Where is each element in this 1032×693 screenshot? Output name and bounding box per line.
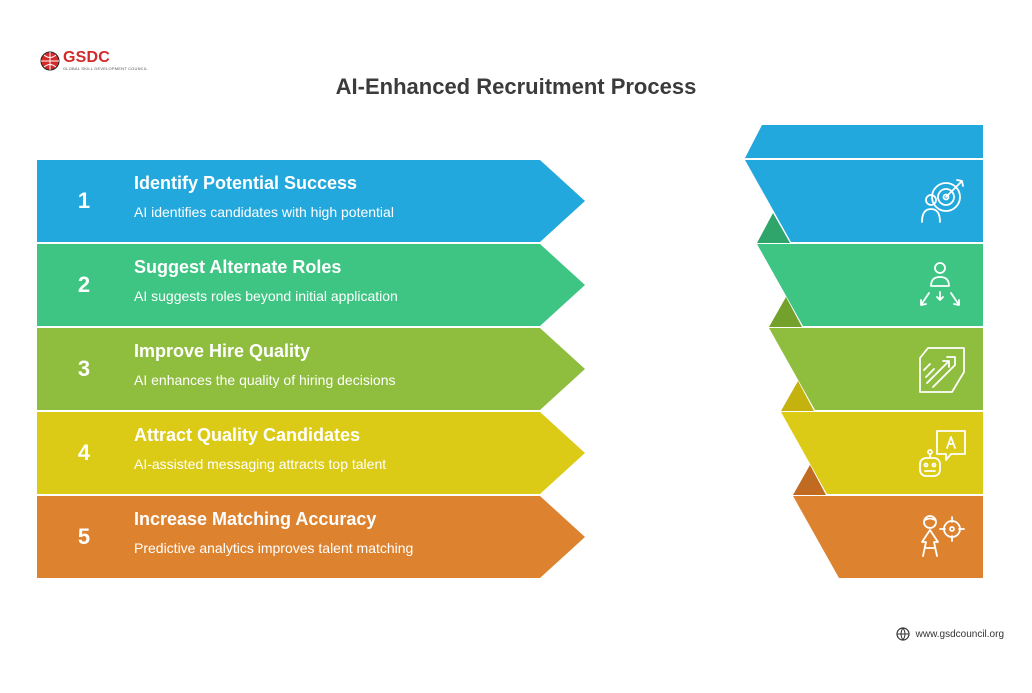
globe-icon [896,627,910,641]
step-description-3: AI enhances the quality of hiring decisi… [134,372,396,388]
step-description-2: AI suggests roles beyond initial applica… [134,288,398,304]
logo-text: GSDC [63,49,111,66]
step-title-4: Attract Quality Candidates [134,425,361,445]
step-number-1: 1 [77,188,91,213]
footer: www.gsdcouncil.org [896,627,1004,641]
target-person-icon [921,179,964,223]
step-number-2: 2 [77,272,91,297]
step-number-3: 3 [77,356,91,381]
step-title-1: Identify Potential Success [134,173,358,193]
step-text-3: Improve Hire Quality AI enhances the qua… [134,341,396,388]
website-link[interactable]: www.gsdcouncil.org [915,628,1004,640]
step-text-5: Increase Matching Accuracy Predictive an… [134,509,413,556]
step-title-3: Improve Hire Quality [134,341,311,361]
step-panel-1 [745,160,983,242]
step-description-4: AI-assisted messaging attracts top talen… [134,456,387,472]
step-description-5: Predictive analytics improves talent mat… [134,540,414,556]
globe-logo-icon [40,51,60,70]
fold-triangle-4 [781,381,814,411]
step-title-5: Increase Matching Accuracy [134,509,377,529]
growth-arrow-icon [919,347,965,393]
step-text-2: Suggest Alternate Roles AI suggests role… [134,257,398,304]
fold-triangle-3 [769,297,802,327]
step-description-1: AI identifies candidates with high poten… [134,204,394,220]
step-arrow-3 [37,328,585,410]
robot-message-icon [919,430,966,477]
step-arrow-2 [37,244,585,326]
logo-tagline: GLOBAL SKILL DEVELOPMENT COUNCIL [63,66,148,71]
person-directions-icon [920,262,960,306]
step-arrow-1 [37,160,585,242]
fold-triangle-2 [757,213,790,243]
step-arrow-5 [37,496,585,578]
step-text-4: Attract Quality Candidates AI-assisted m… [134,425,386,472]
step-number-5: 5 [77,524,91,549]
step-panel-5 [793,496,983,578]
fold-triangle-5 [793,465,826,495]
page-title: AI-Enhanced Recruitment Process [335,74,697,99]
step-number-4: 4 [77,440,91,465]
person-crosshair-icon [921,515,965,557]
step-title-2: Suggest Alternate Roles [134,257,342,277]
brand-logo: GSDC GLOBAL SKILL DEVELOPMENT COUNCIL [40,50,148,71]
step-arrow-4 [37,412,585,494]
step-panel-4 [781,412,983,494]
step-panel-2 [757,244,983,326]
top-cap [745,125,983,158]
step-text-1: Identify Potential Success AI identifies… [134,173,394,220]
